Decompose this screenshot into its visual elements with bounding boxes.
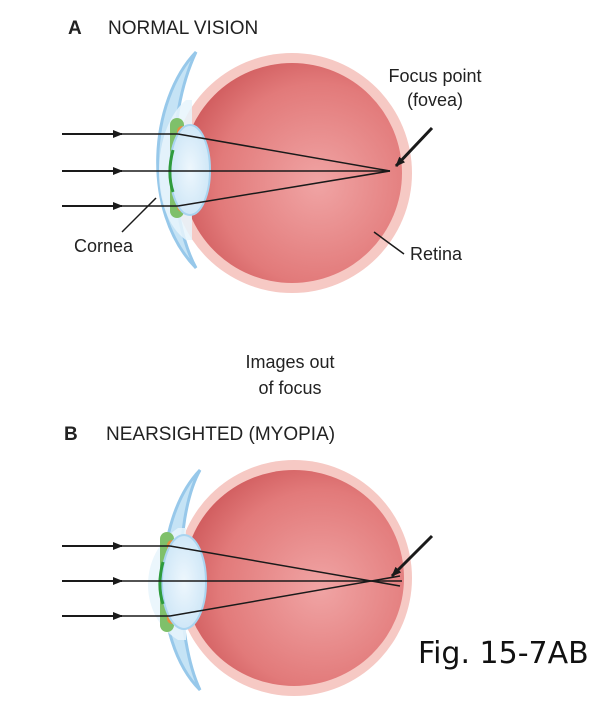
cornea-label: Cornea xyxy=(74,236,134,256)
panel-a-letter: A xyxy=(68,18,82,39)
pupil-edge-b xyxy=(158,561,165,605)
focus-point-label: Focus point xyxy=(388,66,482,86)
fovea-label: (fovea) xyxy=(406,90,464,110)
focus-pointer-arrow-b xyxy=(390,534,434,578)
eye-myopia xyxy=(62,460,434,696)
eyeball-a xyxy=(182,63,402,283)
retina-label: Retina xyxy=(410,244,463,264)
ray-a-top-conv xyxy=(177,133,391,172)
retina-leader xyxy=(373,231,405,255)
figure-label: Fig. 15-7AB xyxy=(418,636,589,671)
lens-b xyxy=(161,534,207,630)
ray-a-bot-conv xyxy=(177,170,391,207)
out-of-focus-label-1: Images out xyxy=(245,352,335,372)
ray-b-top-conv xyxy=(169,545,401,587)
pupil-edge-a xyxy=(168,149,175,193)
panel-a-title: NORMAL VISION xyxy=(108,18,259,39)
cornea-leader xyxy=(121,197,157,233)
eyeball-b xyxy=(184,470,404,686)
panel-b-title: NEARSIGHTED (MYOPIA) xyxy=(106,424,336,445)
panel-b-letter: B xyxy=(64,424,78,445)
eye-normal xyxy=(62,50,434,293)
out-of-focus-label-2: of focus xyxy=(258,378,322,398)
fovea-pointer-arrow xyxy=(394,126,434,168)
ray-b-bot-conv xyxy=(169,575,401,617)
